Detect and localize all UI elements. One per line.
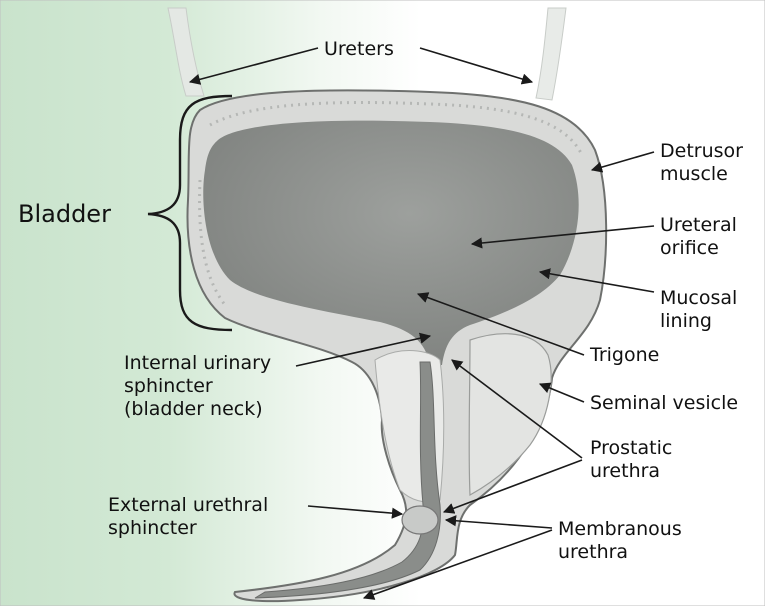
prostatic-urethra-label: Prostatic urethra (590, 437, 672, 483)
ureters-label: Ureters (324, 38, 394, 61)
ureteral-orifice-label: Ureteral orifice (660, 214, 737, 260)
bladder-label: Bladder (18, 200, 111, 228)
seminal-vesicle-label: Seminal vesicle (590, 392, 738, 415)
internal-urinary-sphincter-label: Internal urinary sphincter (bladder neck… (124, 352, 271, 421)
detrusor-muscle-label: Detrusor muscle (660, 140, 743, 186)
membranous-urethra-label: Membranous urethra (558, 518, 682, 564)
external-sphincter-shape (402, 506, 438, 534)
external-urethral-sphincter-label: External urethral sphincter (108, 494, 268, 540)
mucosal-lining-label: Mucosal lining (660, 287, 737, 333)
trigone-label: Trigone (590, 344, 659, 367)
